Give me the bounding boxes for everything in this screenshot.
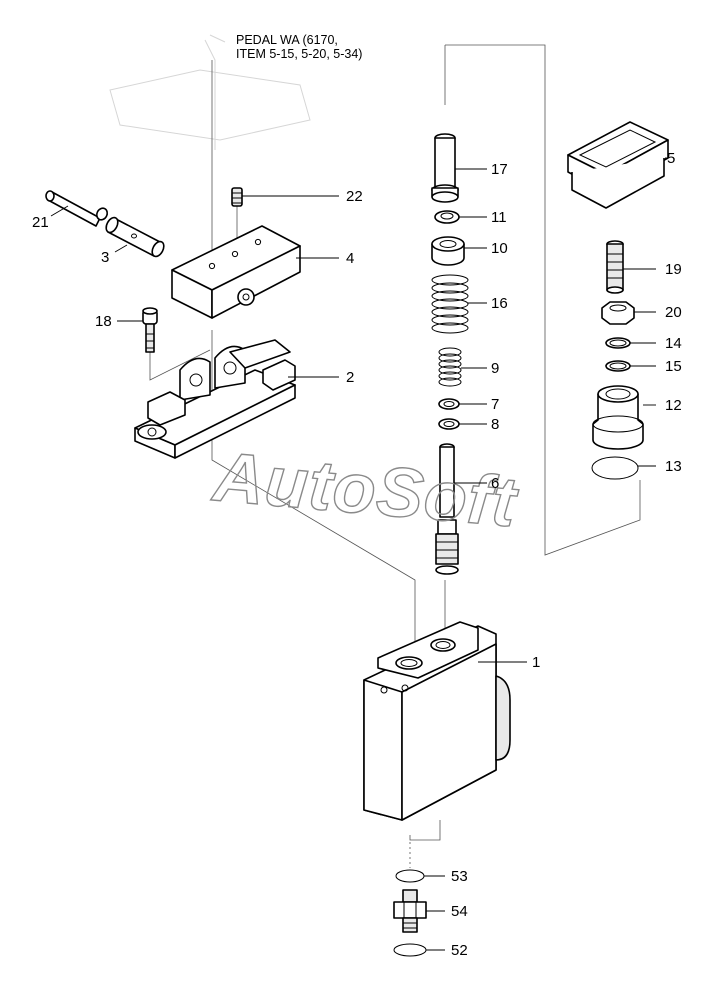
callout-11: 11 (491, 209, 507, 226)
part-53-o-ring (395, 869, 425, 883)
callout-5: 5 (667, 150, 675, 167)
assembly-note-line-2: ITEM 5-15, 5-20, 5-34) (236, 47, 363, 61)
part-18-cap-screw (142, 307, 158, 353)
part-6-spool (435, 443, 459, 575)
part-17-plunger (431, 133, 459, 203)
callout-18: 18 (95, 313, 112, 330)
part-12-guide-bushing (592, 385, 644, 450)
callout-22: 22 (346, 188, 363, 205)
part-2-base-bracket (134, 339, 296, 459)
part-15-o-ring (605, 360, 631, 372)
callout-9: 9 (491, 360, 499, 377)
callout-14: 14 (665, 335, 682, 352)
callout-6: 6 (491, 475, 499, 492)
callout-52: 52 (451, 942, 468, 959)
watermark-text: AutoSoft (209, 437, 522, 541)
part-8-washer (438, 418, 460, 430)
callout-15: 15 (665, 358, 682, 375)
watermark: AutoSoft (208, 436, 522, 542)
callout-17: 17 (491, 161, 508, 178)
part-19-stud (606, 240, 624, 294)
part-3-sleeve (105, 216, 165, 258)
callout-1: 1 (532, 654, 540, 671)
pedal-ghost-outline (109, 34, 311, 150)
part-22-set-screw (231, 187, 243, 207)
part-5-rubber-boot (567, 121, 669, 209)
part-9-small-spring (438, 347, 462, 387)
part-11-washer (434, 210, 460, 224)
part-52-o-ring (393, 943, 427, 957)
part-14-o-ring (605, 337, 631, 349)
assembly-note-line-1: PEDAL WA (6170, (236, 33, 338, 47)
callout-21: 21 (32, 214, 49, 231)
callout-10: 10 (491, 240, 508, 257)
part-21-pin (45, 190, 109, 227)
part-1-valve-body (363, 621, 511, 821)
callout-7: 7 (491, 396, 499, 413)
part-54-fitting (393, 889, 427, 933)
part-20-nut (601, 301, 635, 325)
callout-53: 53 (451, 868, 468, 885)
callout-19: 19 (665, 261, 682, 278)
callout-3: 3 (101, 249, 109, 266)
assembly-note: PEDAL WA (6170, ITEM 5-15, 5-20, 5-34) (236, 33, 362, 61)
part-4-clevis-block (171, 225, 301, 319)
callout-12: 12 (665, 397, 682, 414)
part-13-o-ring (591, 456, 639, 480)
callout-20: 20 (665, 304, 682, 321)
callout-4: 4 (346, 250, 354, 267)
callout-16: 16 (491, 295, 508, 312)
callout-54: 54 (451, 903, 468, 920)
part-7-washer (438, 398, 460, 410)
callout-2: 2 (346, 369, 354, 386)
callout-8: 8 (491, 416, 499, 433)
callout-labels: 17 11 10 16 9 7 8 6 1 5 19 20 14 15 12 1… (32, 150, 682, 959)
part-10-bushing (431, 236, 465, 266)
callout-13: 13 (665, 458, 682, 475)
leader-lines (50, 157, 668, 951)
part-16-large-spring (431, 274, 469, 334)
